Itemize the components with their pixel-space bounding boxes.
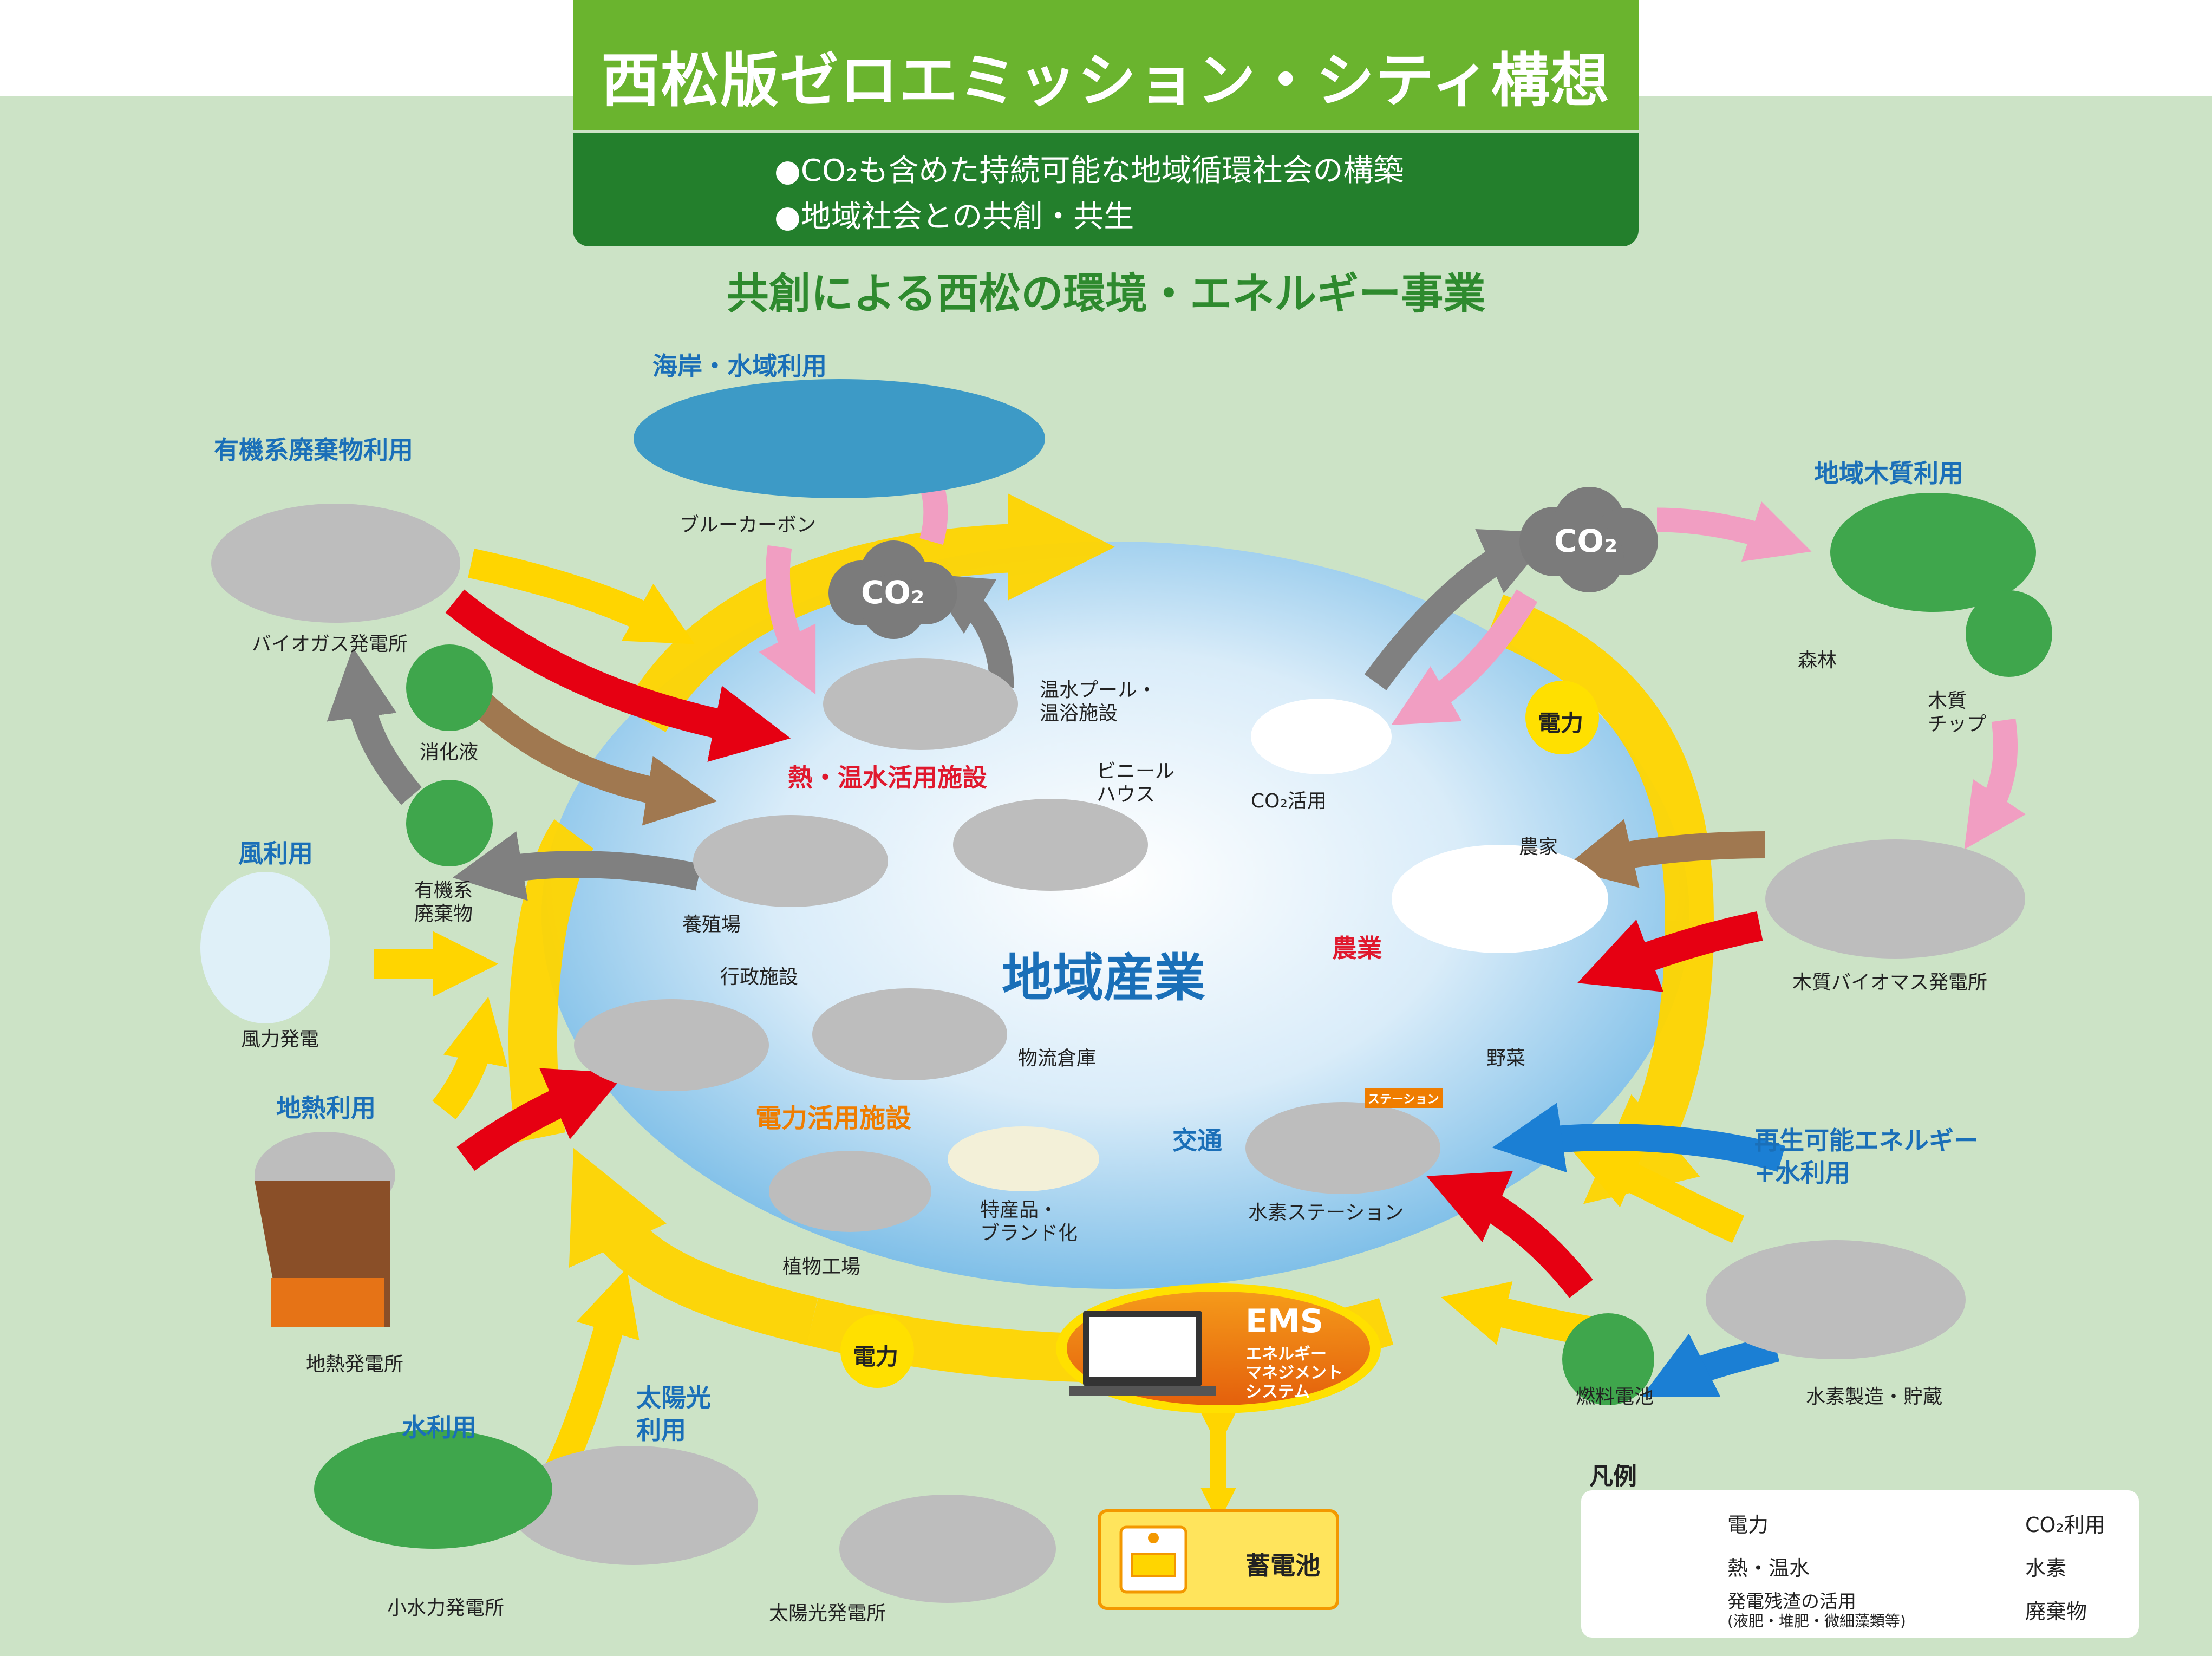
label-organic-waste-2: 廃棄物 (414, 903, 473, 925)
category-solar-2: 利用 (636, 1416, 686, 1445)
legend-waste: 廃棄物 (2025, 1600, 2087, 1624)
category-water: 水利用 (402, 1413, 477, 1442)
organic-waste-icon (406, 780, 493, 866)
co2-label-right: CO₂ (1554, 523, 1618, 559)
legend-title: 凡例 (1589, 1463, 1637, 1490)
ems-line-3: システム (1245, 1383, 1310, 1401)
wood-chip-icon (1966, 590, 2052, 677)
legend-residue-note: (液肥・堆肥・微細藻類等) (1727, 1612, 1906, 1630)
category-renewable-1: 再生可能エネルギー (1754, 1126, 1979, 1155)
co2-cloud-center (828, 540, 957, 639)
category-heat-facility: 熱・温水活用施設 (788, 763, 987, 792)
header-bullet-2: ●地域社会との共創・共生 (774, 199, 1134, 234)
category-solar-1: 太陽光 (636, 1383, 711, 1412)
label-organic-waste-1: 有機系 (414, 879, 473, 902)
category-wind: 風利用 (238, 839, 313, 868)
label-farmer: 農家 (1519, 836, 1558, 858)
label-pool-2: 温浴施設 (1040, 702, 1118, 725)
power-badge-bottom: 電力 (853, 1344, 899, 1370)
ems-line-1: エネルギー (1245, 1345, 1327, 1364)
label-blue-carbon: ブルーカーボン (680, 514, 817, 536)
co2-cloud-right (1519, 487, 1658, 592)
facility-islands (200, 379, 2036, 1603)
label-vegetable: 野菜 (1486, 1047, 1526, 1070)
label-biomass-plant: 木質バイオマス発電所 (1792, 972, 1988, 994)
power-ring (623, 493, 1115, 733)
header-banner (573, 0, 1639, 130)
header-bullets-box (573, 133, 1639, 246)
legend-power: 電力 (1727, 1513, 1769, 1537)
category-geothermal: 地熱利用 (276, 1093, 376, 1123)
legend-heat: 熱・温水 (1727, 1556, 1810, 1580)
label-solar-plant: 太陽光発電所 (769, 1602, 886, 1625)
legend-hydrogen: 水素 (2025, 1556, 2067, 1580)
co2-label-center: CO₂ (861, 574, 925, 611)
label-digestate: 消化液 (420, 741, 479, 764)
label-chip-1: 木質 (1928, 690, 1967, 712)
category-coastal: 海岸・水域利用 (652, 351, 827, 381)
ems-line-2: マネジメント (1245, 1364, 1343, 1383)
label-biogas: バイオガス発電所 (252, 633, 408, 655)
header-bullet-1: ●CO₂も含めた持続可能な地域循環社会の構築 (774, 153, 1404, 188)
power-badge-right: 電力 (1538, 710, 1584, 736)
label-co2-use: CO₂活用 (1251, 790, 1327, 812)
power-badge-bottom-bg (840, 1314, 914, 1388)
label-plant-factory: 植物工場 (782, 1256, 861, 1278)
digestate-icon (406, 644, 493, 731)
center-title: 地域産業 (1002, 949, 1206, 1008)
category-agriculture: 農業 (1332, 934, 1382, 963)
label-forest: 森林 (1798, 649, 1837, 671)
page-title: 西松版ゼロエミッション・シティ構想 (601, 47, 1610, 115)
label-chip-2: チップ (1928, 713, 1987, 735)
label-hydrogen-station: 水素ステーション (1248, 1202, 1404, 1224)
legend-co2: CO₂利用 (2025, 1513, 2105, 1537)
label-greenhouse-2: ハウス (1097, 784, 1156, 806)
ems-title: EMS (1245, 1302, 1323, 1340)
label-admin: 行政施設 (720, 966, 799, 988)
category-renewable-2: +水利用 (1754, 1158, 1850, 1188)
legend-box (1581, 1490, 2139, 1638)
label-fuel-cell: 燃料電池 (1576, 1386, 1654, 1408)
page-subtitle: 共創による西松の環境・エネルギー事業 (726, 270, 1486, 318)
label-wind-plant: 風力発電 (241, 1028, 319, 1051)
label-greenhouse-1: ビニール (1097, 760, 1175, 783)
legend-residue: 発電残渣の活用 (1727, 1591, 1856, 1613)
label-hydrogen-plant: 水素製造・貯蔵 (1806, 1386, 1943, 1408)
category-organic: 有機系廃棄物利用 (214, 435, 413, 465)
category-power-facility: 電力活用施設 (755, 1103, 912, 1133)
category-wood: 地域木質利用 (1814, 459, 1963, 488)
label-warehouse: 物流倉庫 (1018, 1047, 1097, 1070)
label-small-hydro: 小水力発電所 (387, 1597, 505, 1619)
battery-label: 蓄電池 (1245, 1551, 1320, 1580)
label-geothermal-plant: 地熱発電所 (306, 1353, 404, 1375)
label-pool-1: 温水プール・ (1040, 679, 1157, 701)
category-transport: 交通 (1172, 1126, 1222, 1155)
label-specialty-2: ブランド化 (980, 1222, 1078, 1244)
station-sign: ステーション (1365, 1088, 1443, 1108)
label-aquaculture: 養殖場 (682, 914, 741, 936)
label-specialty-1: 特産品・ (980, 1199, 1059, 1221)
power-badge-right-bg (1525, 681, 1599, 754)
